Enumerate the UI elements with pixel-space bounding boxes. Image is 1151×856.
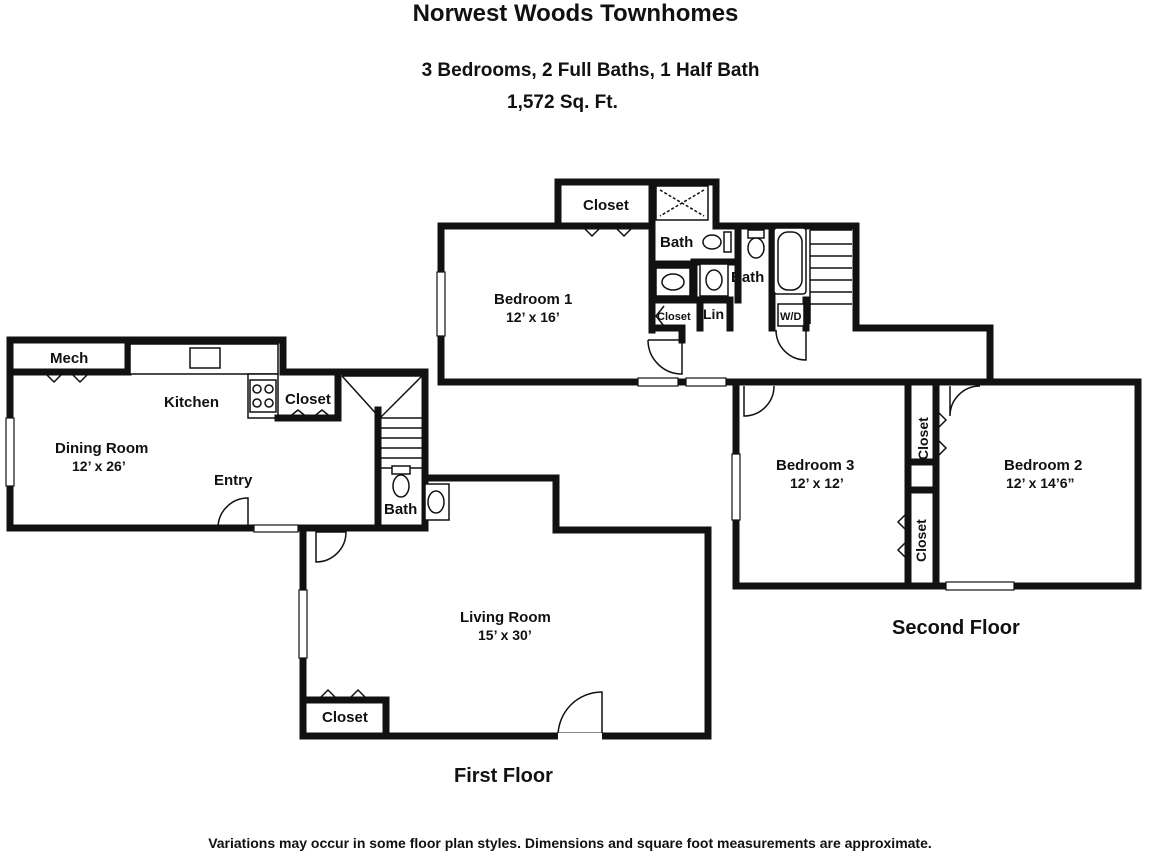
toilet-icon — [392, 474, 410, 498]
first-floor-label: First Floor — [454, 765, 553, 787]
living-closet-walls — [299, 696, 390, 740]
bedroom2-dims: 12’ x 14’6” — [1006, 475, 1075, 491]
washer-dryer-icon — [777, 303, 805, 327]
bedroom2-closet-a-label: Closet — [915, 417, 931, 460]
kitchen-label: Kitchen — [164, 394, 219, 411]
square-footage: 1,572 Sq. Ft. — [507, 92, 618, 113]
master-toilet-icon — [702, 234, 722, 250]
dining-room-dims: 12’ x 26’ — [72, 458, 126, 474]
dining-kitchen-walls — [6, 336, 429, 532]
kitchen-closet-walls — [274, 368, 342, 422]
disclaimer-footer: Variations may occur in some floor plan … — [208, 835, 932, 851]
first-floor-plan — [5, 336, 712, 740]
bedroom1-label: Bedroom 1 — [494, 291, 572, 308]
hall-bath-walls — [690, 222, 742, 332]
bedroom2-window — [945, 581, 1015, 591]
toilet-tank — [391, 465, 411, 475]
entry-label: Entry — [214, 472, 253, 489]
kitchen-sink — [189, 347, 221, 369]
hall-bath-label: Bath — [731, 269, 764, 286]
first-floor-stairs — [341, 375, 423, 469]
entry-window — [253, 524, 299, 533]
bedroom1-dims: 12’ x 16’ — [506, 309, 560, 325]
second-floor-stairs — [809, 229, 852, 324]
stove — [249, 379, 277, 413]
bedroom3-window — [731, 453, 741, 521]
master-bath-inner — [648, 260, 698, 304]
second-floor-label: Second Floor — [892, 617, 1020, 639]
linen-label: Lin — [703, 306, 724, 322]
bedroom3-label: Bedroom 3 — [776, 457, 854, 474]
kitchen-counter — [129, 343, 279, 375]
front-door-swing — [557, 691, 603, 737]
bedroom2-closet-b-label: Closet — [913, 519, 929, 562]
living-room-walls — [299, 474, 712, 740]
bedroom1-window-bottom-b — [685, 377, 727, 387]
living-closet-label: Closet — [322, 709, 368, 726]
living-window — [298, 589, 308, 659]
kitchen-closet-label: Closet — [285, 391, 331, 408]
top-closet-label: Closet — [583, 197, 629, 214]
hall-toilet-icon — [747, 237, 765, 259]
bedroom1-window-bottom-a — [637, 377, 679, 387]
small-closet-label: Closet — [657, 311, 691, 323]
unit-summary: 3 Bedrooms, 2 Full Baths, 1 Half Bath — [421, 60, 760, 81]
bedroom2-label: Bedroom 2 — [1004, 457, 1082, 474]
bedroom2-closet-walls — [904, 378, 940, 590]
laundry-label: W/D — [780, 311, 801, 323]
entry-interior-door-swing — [315, 531, 347, 563]
master-bath-label: Bath — [660, 234, 693, 251]
entry-door-swing — [217, 497, 249, 529]
bedroom2-walls — [904, 378, 1142, 590]
mech-label: Mech — [50, 350, 88, 367]
master-bath-walls — [648, 222, 686, 344]
dining-room-label: Dining Room — [55, 440, 148, 457]
bedroom1-window — [436, 271, 446, 337]
bedroom3-dims: 12’ x 12’ — [790, 475, 844, 491]
plan-title: Norwest Woods Townhomes — [412, 0, 739, 27]
bedroom1-walls — [437, 178, 994, 386]
living-room-label: Living Room — [460, 609, 551, 626]
small-closet-walls — [648, 296, 704, 334]
mech-closet-walls — [6, 336, 132, 376]
dining-window — [5, 417, 15, 487]
second-floor-plan — [436, 178, 1142, 591]
bathtub-icon — [773, 227, 807, 295]
half-bath-label: Bath — [384, 501, 417, 518]
laundry-walls — [768, 222, 810, 332]
sink-icon — [427, 490, 445, 514]
living-room-dims: 15’ x 30’ — [478, 627, 532, 643]
